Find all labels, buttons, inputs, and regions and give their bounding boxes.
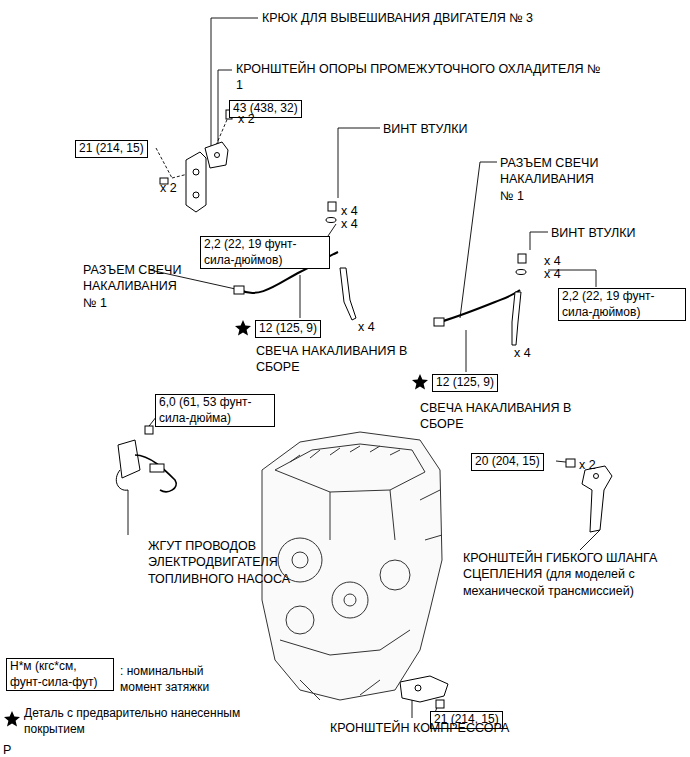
torque-box: 20 (204, 15): [471, 453, 544, 471]
part-name: КРОНШТЕЙН ГИБКОГО ШЛАНГА СЦЕПЛЕНИЯ (для …: [463, 550, 685, 599]
quantity-label: x 4: [358, 319, 375, 335]
torque-value: 6,0 (61, 53 фунт-сила-дюйма): [159, 395, 271, 426]
quantity-label: x 4: [341, 203, 358, 219]
part-name: КРЮК ДЛЯ ВЫВЕШИВАНИЯ ДВИГАТЕЛЯ № 3: [262, 10, 533, 26]
quantity-label: x 4: [514, 345, 531, 361]
part-name: ВИНТ ВТУЛКИ: [551, 225, 636, 241]
fuel-pump-harness: [116, 426, 176, 492]
quantity-label: x 2: [238, 111, 255, 127]
compressor-bracket: [400, 676, 448, 708]
part-name: КРОНШТЕЙН ОПОРЫ ПРОМЕЖУТОЧНОГО ОХЛАДИТЕЛ…: [236, 61, 601, 94]
torque-value: 12 (125, 9): [436, 375, 494, 391]
torque-box: 2,2 (22, 19 фунт-сила-дюймов): [200, 236, 330, 269]
part-name: КРОНШТЕЙН КОМПРЕССОРА: [330, 720, 509, 736]
torque-box: 21 (214, 15): [75, 140, 148, 158]
torque-value: 20 (204, 15): [475, 454, 540, 470]
torque-value: 2,2 (22, 19 фунт-сила-дюймов): [562, 289, 682, 320]
quantity-label: x 2: [160, 180, 177, 196]
part-name: СВЕЧА НАКАЛИВАНИЯ В СБОРЕ: [256, 343, 416, 376]
torque-value: 2,2 (22, 19 фунт-сила-дюймов): [204, 237, 326, 268]
star-symbol: [4, 320, 428, 727]
torque-box: Н*м (кгс*см, фунт-сила-фут): [6, 658, 114, 691]
quantity-label: x 4: [544, 253, 561, 269]
torque-value: 21 (214, 15): [79, 141, 144, 157]
legend-text: Деталь с предварительно нанесенным покры…: [24, 706, 269, 737]
torque-box: 2,2 (22, 19 фунт-сила-дюймов): [558, 288, 686, 321]
leader-lines: [128, 18, 600, 720]
torque-value: 12 (125, 9): [259, 321, 317, 337]
torque-box: 6,0 (61, 53 фунт-сила-дюйма): [155, 394, 275, 427]
glow-plug-right: [434, 254, 526, 345]
bolts: [160, 110, 232, 184]
part-name: СВЕЧА НАКАЛИВАНИЯ В СБОРЕ: [420, 400, 580, 433]
quantity-label: x 4: [544, 266, 561, 282]
torque-box: 12 (125, 9): [432, 374, 498, 392]
torque-box: 12 (125, 9): [255, 320, 321, 338]
part-name: РАЗЪЕМ СВЕЧИ НАКАЛИВАНИЯ № 1: [500, 155, 610, 204]
part-name: РАЗЪЕМ СВЕЧИ НАКАЛИВАНИЯ № 1: [83, 262, 193, 311]
torque-value: Н*м (кгс*см, фунт-сила-фут): [10, 659, 110, 690]
quantity-label: P: [3, 742, 11, 757]
engine-block: [262, 432, 442, 700]
quantity-label: x 4: [341, 216, 358, 232]
part-name: ЖГУТ ПРОВОДОВ ЭЛЕКТРОДВИГАТЕЛЯ ТОПЛИВНОГ…: [148, 538, 303, 587]
legend-text: : номинальный момент затяжки: [120, 664, 230, 695]
engine-hook: [186, 142, 228, 212]
quantity-label: x 2: [579, 457, 596, 473]
part-name: ВИНТ ВТУЛКИ: [383, 121, 468, 137]
